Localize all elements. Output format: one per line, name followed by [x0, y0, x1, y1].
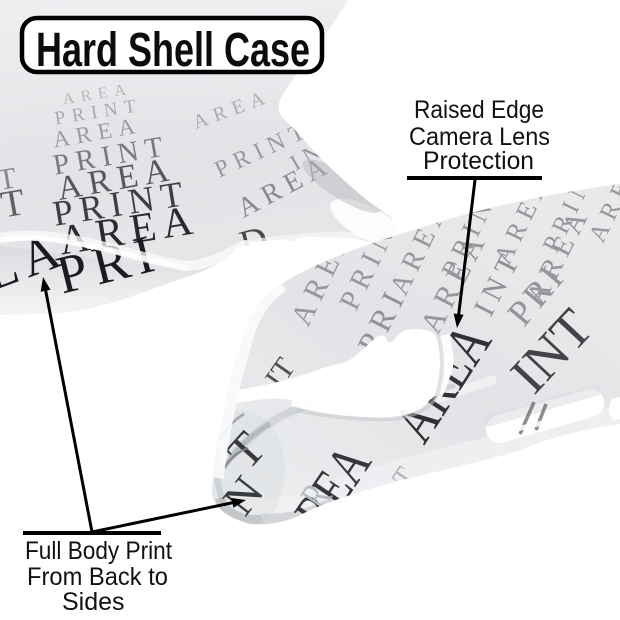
svg-text:Full Body Print: Full Body Print [25, 537, 172, 565]
svg-text:From Back to: From Back to [27, 563, 168, 591]
svg-text:Camera Lens: Camera Lens [409, 123, 550, 151]
svg-text:Hard Shell Case: Hard Shell Case [36, 24, 310, 77]
svg-text:Sides: Sides [62, 588, 125, 616]
svg-text:Raised Edge: Raised Edge [414, 96, 544, 124]
svg-text:Protection: Protection [423, 147, 534, 175]
